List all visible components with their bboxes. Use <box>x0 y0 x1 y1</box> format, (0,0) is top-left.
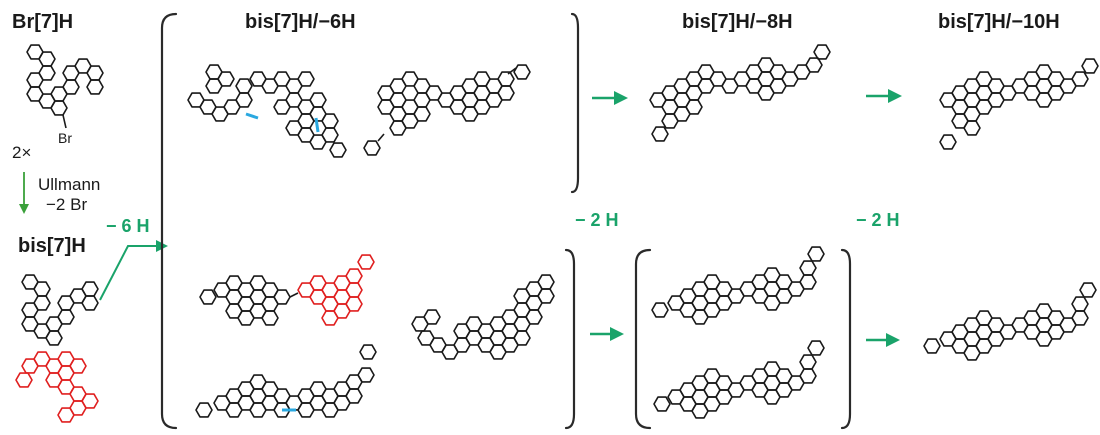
stage1-bottom-right-bracket <box>564 248 576 430</box>
header-stage2: bis[7]H/−8H <box>682 11 793 33</box>
bis7h-8h-top-structure <box>649 44 831 142</box>
bis7h-6h-middle-right-structure <box>411 274 555 360</box>
bis7h-10h-top-structure <box>939 58 1099 150</box>
ullmann-debromination-label: −2 Br <box>46 195 87 214</box>
stage1-top-right-bracket <box>570 12 580 194</box>
stage2-left-bracket <box>634 248 652 430</box>
bis7h-8h-middle-structure <box>651 246 825 325</box>
ullmann-label: Ullmann <box>38 175 100 194</box>
header-stage3: bis[7]H/−10H <box>938 11 1060 33</box>
header-dimer: bis[7]H <box>18 235 86 257</box>
bis7h-helicene-structure <box>15 274 99 423</box>
minus6h-arrow <box>99 240 168 301</box>
bis7h-6h-middle-left-structure <box>199 254 375 326</box>
stage2-right-bracket <box>840 248 852 430</box>
bis7h-6h-top-left-structure <box>187 64 347 158</box>
bis7h-6h-bottom-structure <box>195 344 377 418</box>
bis7h-10h-bottom-structure <box>923 282 1097 361</box>
br7h-helicene-structure <box>26 44 104 129</box>
arrow-stage2-to-stage3-bottom <box>866 333 900 347</box>
arrow-stage1-to-stage2-top <box>592 91 628 105</box>
bis7h-6h-top-right-structure <box>363 64 531 156</box>
ullmann-arrow <box>19 172 29 214</box>
precursor-bromine-label: Br <box>58 130 72 146</box>
minus2h-label-second: − 2 H <box>856 210 900 230</box>
minus6h-label: − 6 H <box>106 216 150 236</box>
header-stage1: bis[7]H/−6H <box>245 11 356 33</box>
precursor-multiplier: 2× <box>12 143 31 162</box>
minus2h-label-first: − 2 H <box>575 210 619 230</box>
header-precursor: Br[7]H <box>12 11 73 33</box>
stage1-left-bracket <box>160 12 178 430</box>
arrow-stage1-to-stage2-bottom <box>590 327 624 341</box>
bis7h-8h-bottom-structure <box>653 340 825 419</box>
arrow-stage2-to-stage3-top <box>866 89 902 103</box>
